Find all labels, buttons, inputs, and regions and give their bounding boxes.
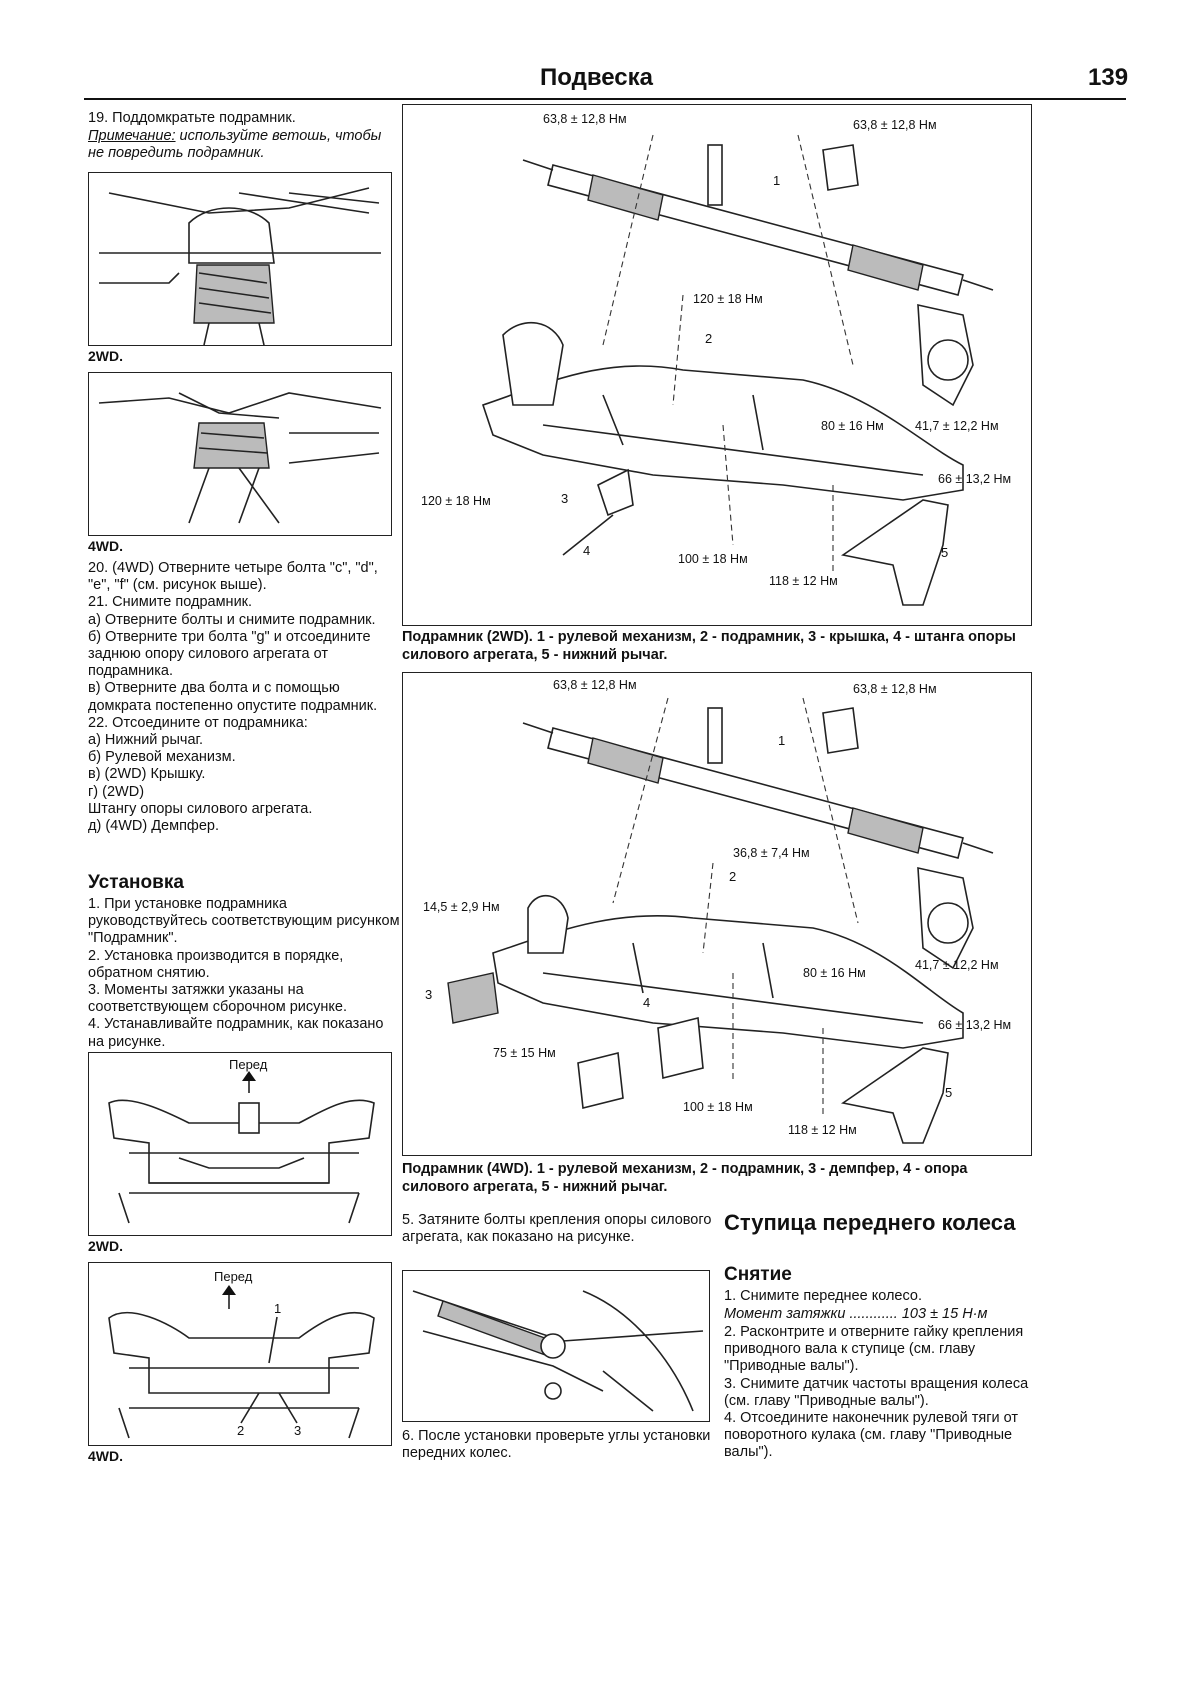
- section-title: Подвеска: [540, 64, 654, 91]
- torque-4wd-5: 41,7 ± 12,2 Нм: [915, 958, 999, 972]
- svg-text:3: 3: [294, 1423, 301, 1438]
- part-2: 2: [705, 331, 712, 346]
- note: Примечание: используйте ветошь, чтобы не…: [88, 128, 398, 162]
- figure-mount-bolts: [402, 1270, 710, 1422]
- torque-4wd-7: 66 ± 13,2 Нм: [938, 1018, 1011, 1032]
- part-4wd-2: 2: [729, 869, 736, 884]
- torque-4wd-2: 63,8 ± 12,8 Нм: [853, 682, 937, 696]
- figure-label-2wd: 2WD.: [88, 348, 123, 364]
- part-4wd-4: 4: [643, 995, 650, 1010]
- damper: [447, 972, 499, 1024]
- svg-text:1: 1: [274, 1301, 281, 1316]
- note-label: Примечание:: [88, 128, 176, 144]
- install-heading: Установка: [88, 872, 184, 893]
- diagram-subframe-2wd: 63,8 ± 12,8 Нм 63,8 ± 12,8 Нм 120 ± 18 Н…: [402, 104, 1032, 626]
- torque-4wd-1: 63,8 ± 12,8 Нм: [553, 678, 637, 692]
- up-arrow-icon: [242, 1071, 256, 1081]
- figure-subframe-4wd: Перед 1 2 3: [88, 1262, 392, 1446]
- torque-7: 120 ± 18 Нм: [421, 494, 491, 508]
- torque-4wd-6: 80 ± 16 Нм: [803, 966, 866, 980]
- torque-4: 41,7 ± 12,2 Нм: [915, 419, 999, 433]
- torque-dots: ............: [849, 1306, 898, 1322]
- header-rule: [84, 98, 1126, 100]
- torque-4wd-9: 100 ± 18 Нм: [683, 1100, 753, 1114]
- torque-4wd-3: 36,8 ± 7,4 Нм: [733, 846, 810, 860]
- torque-4wd-10: 118 ± 12 Нм: [788, 1123, 857, 1137]
- torque-1: 63,8 ± 12,8 Нм: [543, 112, 627, 126]
- part-4wd-5: 5: [945, 1085, 952, 1100]
- front-label-2wd: Перед: [229, 1057, 268, 1072]
- figure-label-2wd-2: 2WD.: [88, 1238, 123, 1254]
- torque-6: 66 ± 13,2 Нм: [938, 472, 1011, 486]
- part-4wd-1: 1: [778, 733, 785, 748]
- torque-8: 100 ± 18 Нм: [678, 552, 748, 566]
- part-4wd-3: 3: [425, 987, 432, 1002]
- step-6: 6. После установки проверьте углы устано…: [402, 1428, 711, 1462]
- part-5: 5: [941, 545, 948, 560]
- removal-step-1: 1. Снимите переднее колесо.: [724, 1288, 922, 1304]
- torque-value: 103 ± 15 Н·м: [901, 1306, 988, 1322]
- removal-heading: Снятие: [724, 1264, 792, 1285]
- torque-5: 80 ± 16 Нм: [821, 419, 884, 433]
- torque-label: Момент затяжки: [724, 1306, 846, 1322]
- caption-4wd: Подрамник (4WD). 1 - рулевой механизм, 2…: [402, 1161, 968, 1195]
- install-text: 1. При установке подрамника руководствуй…: [88, 896, 400, 1050]
- figure-label-4wd: 4WD.: [88, 538, 123, 554]
- page-number: 139: [1088, 64, 1129, 91]
- removal-steps: 2. Расконтрите и отверните гайку креплен…: [724, 1324, 1029, 1461]
- svg-text:2: 2: [237, 1423, 244, 1438]
- figure-jack-4wd: [88, 372, 392, 536]
- diagram-subframe-4wd: 63,8 ± 12,8 Нм 63,8 ± 12,8 Нм 36,8 ± 7,4…: [402, 672, 1032, 1156]
- front-label-4wd: Перед: [214, 1269, 253, 1284]
- figure-jack-2wd: [88, 172, 392, 346]
- note-text: используйте ветошь, чтобы не повредить п…: [88, 128, 382, 162]
- part-1: 1: [773, 173, 780, 188]
- hub-heading: Ступица переднего колеса: [724, 1210, 1016, 1235]
- step-19: 19. Поддомкратьте подрамник.: [88, 110, 296, 126]
- step-5: 5. Затяните болты крепления опоры силово…: [402, 1212, 712, 1246]
- figure-label-4wd-2: 4WD.: [88, 1448, 123, 1464]
- part-3: 3: [561, 491, 568, 506]
- torque-4wd-8: 75 ± 15 Нм: [493, 1046, 556, 1060]
- torque-4wd-4: 14,5 ± 2,9 Нм: [423, 900, 500, 914]
- up-arrow-icon: [222, 1285, 236, 1295]
- torque-3: 120 ± 18 Нм: [693, 292, 763, 306]
- caption-2wd: Подрамник (2WD). 1 - рулевой механизм, 2…: [402, 629, 1016, 663]
- torque-2: 63,8 ± 12,8 Нм: [853, 118, 937, 132]
- removal-steps-text: 20. (4WD) Отверните четыре болта "c", "d…: [88, 560, 378, 835]
- figure-subframe-2wd: Перед: [88, 1052, 392, 1236]
- torque-9: 118 ± 12 Нм: [769, 574, 838, 588]
- part-4: 4: [583, 543, 590, 558]
- torque-line: Момент затяжки ............ 103 ± 15 Н·м: [724, 1306, 1029, 1323]
